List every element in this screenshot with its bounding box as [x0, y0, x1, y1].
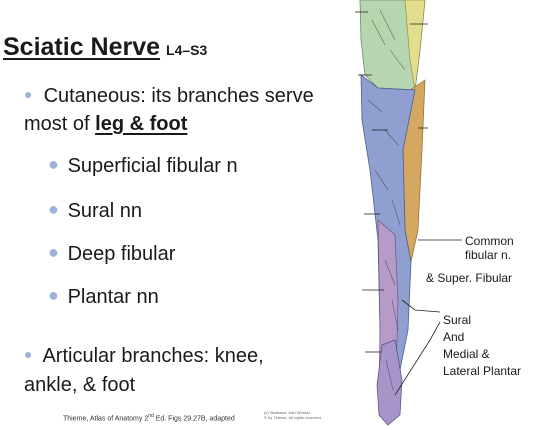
bullet-dot: ●	[48, 285, 59, 305]
bullet-cutaneous: ● Cutaneous: its branches serve	[24, 85, 314, 108]
bullet-articular-line2: ankle, & foot	[24, 374, 136, 396]
bullet-cutaneous-cont: most of leg & foot	[24, 113, 187, 136]
bullet-dot: ●	[48, 242, 59, 262]
bullet-dot: ●	[24, 346, 33, 362]
nerve-branches	[367, 9, 406, 391]
sub-bullet-deep-fibular: ● Deep fibular	[48, 242, 175, 266]
label-superficial-fibular: & Super. Fibular	[426, 271, 513, 285]
bullet-dot: ●	[48, 199, 59, 219]
sub-bullet-sural: ● Sural nn	[48, 199, 142, 223]
bullet-cutaneous-line2: most of	[24, 113, 96, 135]
sub-bullet-text: Superficial fibular n	[67, 155, 238, 177]
bullet-cutaneous-line1: Cutaneous: its branches serve	[43, 85, 314, 107]
thigh-yellow-region	[404, 0, 426, 91]
title-spinal-levels: L4–S3	[166, 42, 208, 58]
title-main: Sciatic Nerve	[3, 33, 161, 61]
figure-credit: Thieme, Atlas of Anatomy 2nd Ed. Figs 29…	[63, 413, 235, 423]
sub-bullet-text: Deep fibular	[67, 243, 176, 265]
bullet-dot: ●	[24, 86, 33, 102]
label-leaders	[394, 239, 462, 396]
bullet-cutaneous-emphasis: leg & foot	[95, 113, 188, 135]
sub-bullet-text: Plantar nn	[67, 286, 159, 308]
bullet-articular-line1: Articular branches: knee,	[42, 345, 264, 367]
bullet-dot: ●	[48, 154, 59, 174]
foot-region	[376, 339, 403, 426]
sub-bullet-superficial-fibular: ● Superficial fibular n	[48, 154, 238, 178]
illustrator-credit: (c) Illustrator: Karl Wesker© by Thieme.…	[264, 410, 322, 420]
slide-title: Sciatic Nerve L4–S3	[3, 33, 207, 62]
bullet-articular-cont: ankle, & foot	[24, 374, 135, 397]
sub-bullet-plantar: ● Plantar nn	[48, 285, 159, 309]
cut-lines	[355, 11, 428, 353]
bullet-articular: ● Articular branches: knee,	[24, 345, 264, 368]
sub-bullet-text: Sural nn	[67, 200, 143, 222]
